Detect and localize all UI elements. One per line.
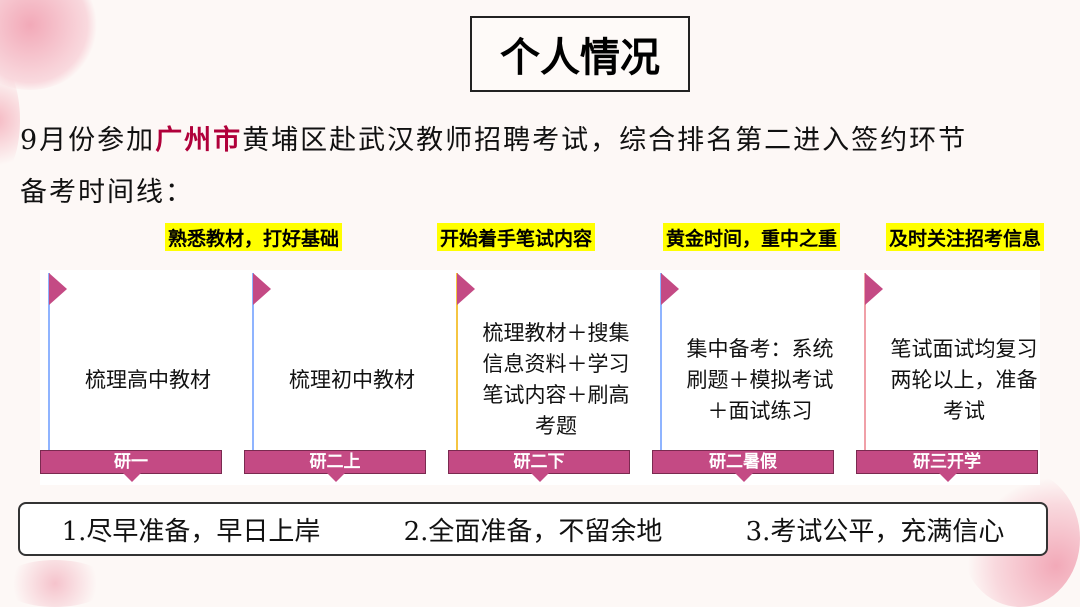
intro-suffix: 黄埔区赴武汉教师招聘考试，综合排名第二进入签约环节: [242, 125, 968, 156]
flag-pole: [660, 273, 662, 461]
flag-icon: [253, 273, 271, 305]
stage-text: 梳理初中教材: [289, 367, 415, 392]
highlight-label: 开始着手笔试内容: [437, 223, 596, 251]
flower-decoration-bottom-left: [0, 560, 110, 607]
motto: 3.考试公平，充满信心: [745, 516, 1005, 547]
flag-pole: [48, 273, 50, 461]
highlight-label: 及时关注招考信息: [886, 223, 1045, 251]
flower-decoration-top-left: [0, 0, 100, 90]
flag-icon: [865, 273, 883, 305]
flag-pole: [252, 273, 254, 461]
intro-text: 9月份参加广州市黄埔区赴武汉教师招聘考试，综合排名第二进入签约环节: [20, 118, 967, 157]
stage-text: 集中备考：系统刷题＋模拟考试＋面试练习: [686, 336, 834, 423]
highlight-label: 黄金时间，重中之重: [663, 223, 841, 251]
flower-decoration-left: [0, 60, 20, 180]
stage-text: 梳理高中教材: [85, 367, 211, 392]
timeline-heading: 备考时间线：: [20, 177, 194, 208]
flag-icon: [661, 273, 679, 305]
intro-prefix: 9月份参加: [20, 125, 156, 156]
stage-text: 梳理教材＋搜集信息资料＋学习笔试内容＋刷高考题: [482, 321, 630, 438]
intro-city: 广州市: [155, 125, 243, 156]
timeline-stage: 梳理教材＋搜集信息资料＋学习笔试内容＋刷高考题研二下: [448, 270, 648, 485]
stage-text: 笔试面试均复习两轮以上，准备考试: [890, 336, 1038, 423]
stage-tab: 研二下: [448, 450, 630, 482]
motto: 2.全面准备，不留余地: [403, 516, 663, 547]
timeline: 梳理高中教材研一 梳理初中教材研二上 梳理教材＋搜集信息资料＋学习笔试内容＋刷高…: [40, 270, 1040, 485]
flag-icon: [457, 273, 475, 305]
highlight-label: 熟悉教材，打好基础: [165, 223, 343, 251]
page-title: 个人情况: [470, 16, 690, 92]
stage-tab: 研三开学: [856, 450, 1038, 482]
timeline-stage: 梳理高中教材研一: [40, 270, 240, 485]
flag-pole: [864, 273, 866, 461]
motto: 1.尽早准备，早日上岸: [61, 516, 321, 547]
timeline-stage: 梳理初中教材研二上: [244, 270, 444, 485]
flag-pole: [456, 273, 458, 461]
motto-box: 1.尽早准备，早日上岸 2.全面准备，不留余地 3.考试公平，充满信心: [18, 502, 1048, 556]
timeline-stage: 集中备考：系统刷题＋模拟考试＋面试练习研二暑假: [652, 270, 852, 485]
stage-tab: 研二上: [244, 450, 426, 482]
stage-tab: 研一: [40, 450, 222, 482]
stage-tab: 研二暑假: [652, 450, 834, 482]
timeline-stage: 笔试面试均复习两轮以上，准备考试研三开学: [856, 270, 1056, 485]
flag-icon: [49, 273, 67, 305]
